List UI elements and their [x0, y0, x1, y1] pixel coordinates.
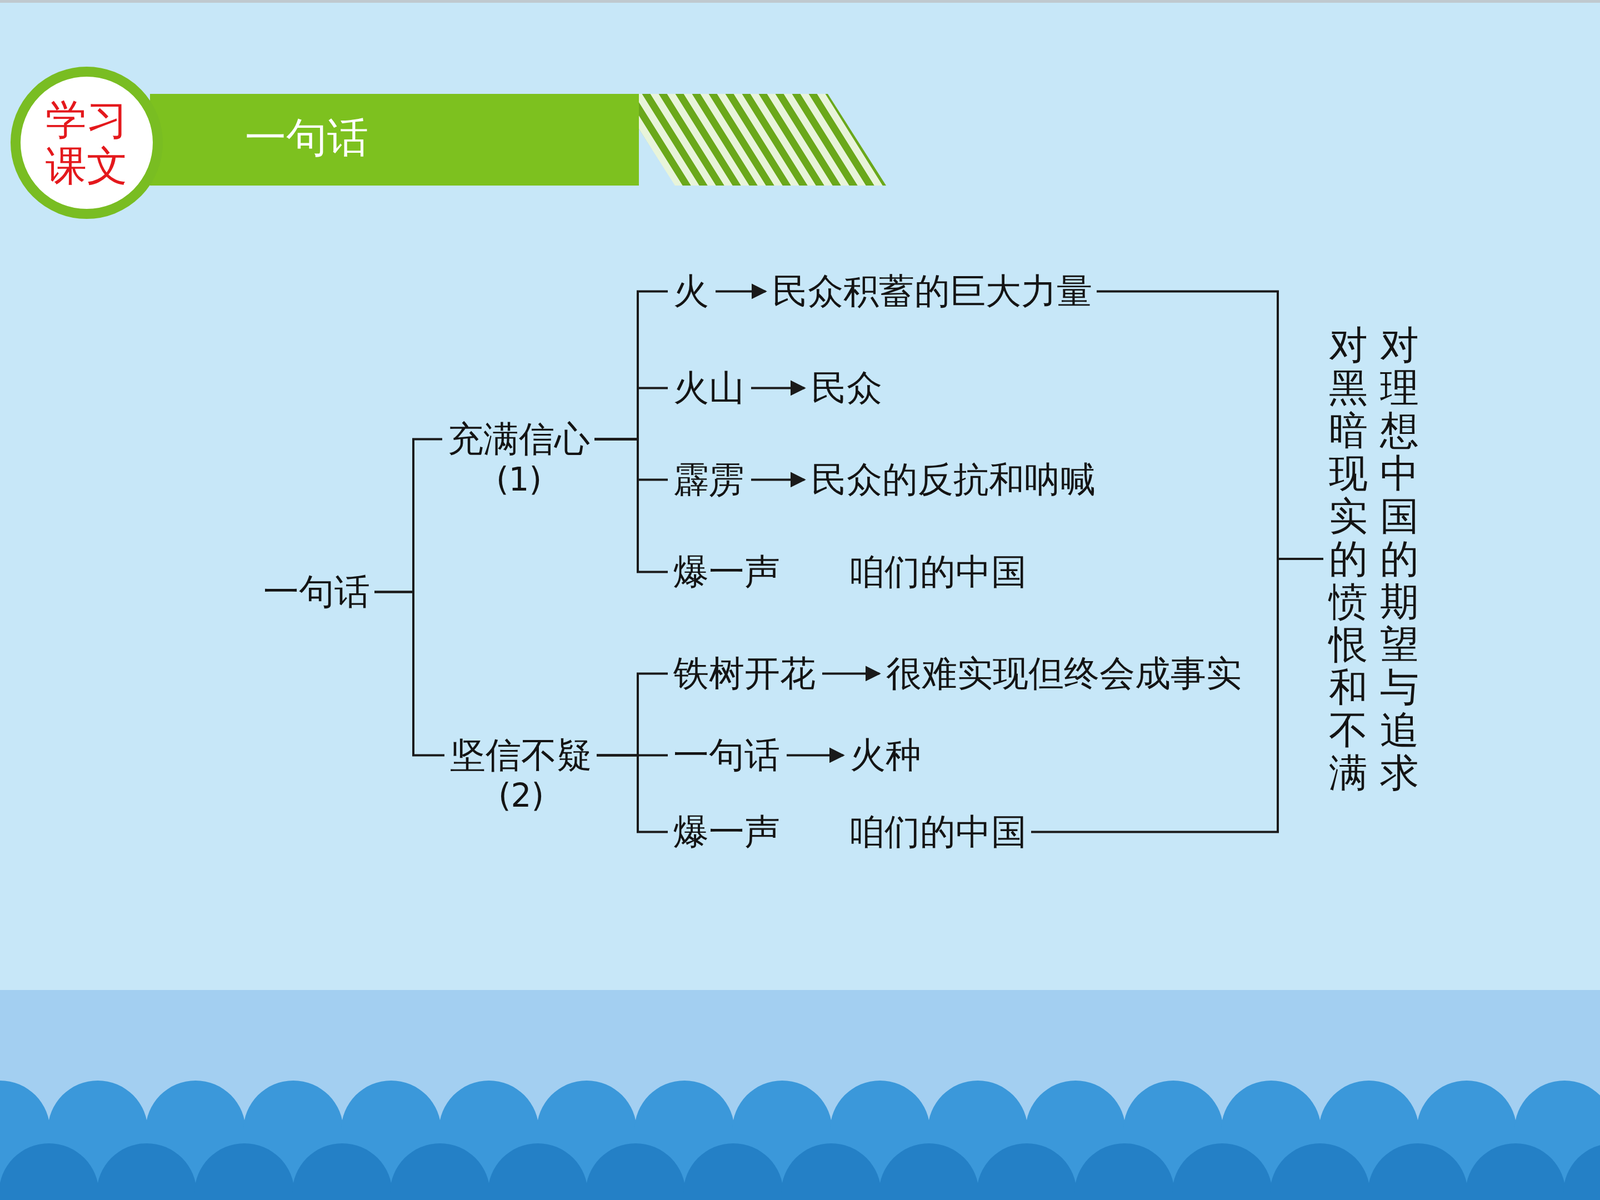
- node-text: 民众的反抗和呐喊: [811, 458, 1096, 502]
- meaning-arrow: [751, 478, 805, 481]
- section-badge: 学习 课文: [10, 66, 164, 220]
- meaning-text: 民众: [811, 366, 883, 410]
- title-bar-stripes: [616, 93, 887, 186]
- meaning-arrow: [751, 386, 805, 389]
- node-text: 一句话: [263, 570, 370, 614]
- wave-scallop: [96, 1143, 197, 1200]
- tree-connector: [594, 438, 668, 480]
- wave-scallop: [1270, 1143, 1370, 1200]
- node-text: 充满信心: [447, 417, 590, 461]
- title-bar: [150, 93, 639, 186]
- meaning-text: 民众积蓄的巨大力量: [772, 270, 1093, 313]
- wave-scallop: [390, 1143, 490, 1200]
- badge-ring: [15, 71, 158, 214]
- image-word: 霹雳: [673, 458, 745, 502]
- wave-scallop: [878, 1143, 979, 1200]
- node-text: 对理想中国的期望与追求: [1380, 323, 1419, 795]
- node-text: 火山: [673, 366, 745, 410]
- node-text: 咱们的中国: [848, 810, 1027, 854]
- wave-scallop: [1367, 1143, 1468, 1200]
- tree-connector: [594, 291, 668, 439]
- meaning-text: 咱们的中国: [848, 810, 1027, 854]
- wave-scallop: [1074, 1143, 1175, 1200]
- wave-scallop: [976, 1143, 1077, 1200]
- tree-connector: [594, 438, 668, 572]
- slide-title: 一句话: [245, 113, 369, 162]
- node-text: 坚信不疑: [450, 733, 593, 777]
- top-rule: [0, 0, 1600, 3]
- image-word: 铁树开花: [673, 652, 816, 695]
- meaning-arrow: [786, 753, 844, 757]
- wave-scallop: [1465, 1143, 1566, 1200]
- wave-scallop: [1563, 1143, 1600, 1200]
- wave-scallop: [487, 1143, 588, 1200]
- node-text: 霹雳: [673, 458, 745, 502]
- meaning-arrow: [715, 290, 766, 293]
- branch-label: 充满信心(1): [447, 417, 590, 499]
- node-text: 铁树开花: [673, 652, 816, 695]
- image-word: 一句话: [673, 733, 780, 777]
- tree-connector: [1031, 558, 1324, 832]
- meaning-text: 咱们的中国: [848, 550, 1027, 594]
- node-text: 爆一声: [673, 550, 780, 594]
- node-text: 很难实现但终会成事实: [886, 652, 1242, 695]
- node-text: 民众: [811, 366, 883, 410]
- callout-number: (1): [496, 460, 542, 500]
- wave-scallop: [585, 1143, 686, 1200]
- wave-scallop: [683, 1143, 784, 1200]
- image-word: 火: [673, 270, 709, 313]
- node-text: 对黑暗现实的愤恨和不满: [1328, 323, 1368, 795]
- meaning-text: 很难实现但终会成事实: [886, 652, 1242, 695]
- node-text: 火: [673, 270, 709, 313]
- wave-scallop: [1172, 1143, 1273, 1200]
- tree-connector: [374, 591, 445, 755]
- node-text: 民众积蓄的巨大力量: [772, 270, 1093, 313]
- title-bar-join: [616, 93, 639, 186]
- node-text: 火种: [850, 733, 922, 777]
- root-label: 一句话: [263, 570, 370, 614]
- node-text: 爆一声: [673, 810, 780, 854]
- meaning-arrow: [822, 672, 880, 675]
- node-text: 一句话: [673, 733, 780, 777]
- image-word: 爆一声: [673, 810, 780, 854]
- wave-scallops: [0, 1080, 1600, 1200]
- branch-label: 坚信不疑(2): [450, 733, 593, 815]
- wave-fill: [0, 1193, 1600, 1200]
- tree-connector: [1096, 291, 1324, 559]
- image-word: 火山: [673, 366, 745, 410]
- callout-number: (2): [498, 776, 544, 816]
- tree-connector: [374, 438, 443, 592]
- wave-scallop: [194, 1143, 295, 1200]
- meaning-text: 火种: [850, 733, 922, 777]
- node-text: 咱们的中国: [848, 550, 1027, 594]
- tree-connector: [594, 387, 668, 439]
- tree-connector: [596, 755, 668, 832]
- theme-columns: 对理想中国的期望与追求对黑暗现实的愤恨和不满: [1328, 323, 1419, 795]
- tree-connector: [596, 673, 668, 755]
- wave-scallop: [0, 1143, 99, 1200]
- wave-scallop: [292, 1143, 393, 1200]
- wave-scallop: [781, 1143, 882, 1200]
- image-word: 爆一声: [673, 550, 780, 594]
- node-text: 学习 课文: [43, 96, 130, 189]
- meaning-text: 民众的反抗和呐喊: [811, 458, 1096, 502]
